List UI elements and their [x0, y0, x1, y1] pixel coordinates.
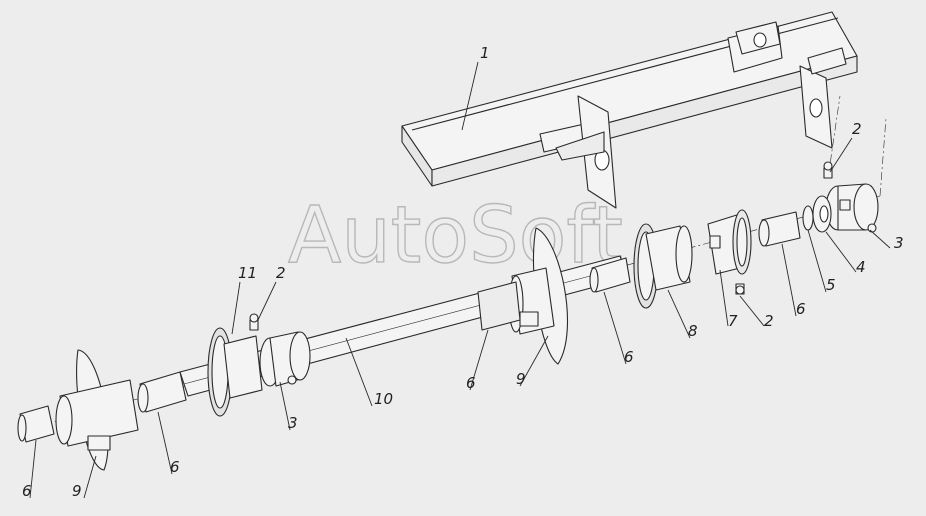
washer-part: [812, 195, 832, 233]
callout-11: 11: [238, 264, 257, 282]
callout-2b: 2: [764, 312, 774, 330]
grease-fitting-left-part: [249, 313, 259, 331]
disk-housing-left-part: [55, 349, 139, 471]
frame-beam-part: [401, 11, 858, 209]
left-sprocket-part: [207, 327, 263, 417]
hub-left-part: [259, 331, 311, 387]
disk-housing-mid-part: [477, 227, 569, 365]
callout-10: 10: [374, 390, 393, 408]
callout-6b: 6: [624, 348, 634, 366]
callout-2c: 2: [276, 264, 286, 282]
bushing-mid-part: [589, 257, 631, 293]
callout-5: 5: [826, 276, 836, 294]
callout-2a: 2: [852, 120, 862, 138]
watermark-text: AutoSoft: [288, 191, 623, 281]
hub-right-part: [825, 183, 879, 233]
callout-3c: 3: [288, 414, 298, 432]
callout-3a: 3: [894, 234, 904, 252]
grease-fitting-right-part: [823, 161, 833, 179]
callout-9b: 9: [72, 482, 82, 500]
callout-6c: 6: [466, 374, 476, 392]
bushing-far-left-part: [17, 405, 55, 443]
callout-1: 1: [480, 44, 490, 62]
grease-fitting-mid-part: [735, 283, 745, 295]
bushing-right-part: [758, 211, 801, 247]
callout-9a: 9: [516, 370, 526, 388]
callout-6d: 6: [170, 458, 180, 476]
ring-part: [802, 205, 814, 231]
callout-4: 4: [856, 258, 866, 276]
sprocket-part: [633, 223, 693, 309]
callout-6e: 6: [22, 482, 32, 500]
callout-8: 8: [688, 322, 698, 340]
callout-7: 7: [728, 312, 738, 330]
callout-6a: 6: [796, 300, 806, 318]
sprocket-hub-part: [707, 209, 752, 275]
bushing-left-part: [137, 371, 187, 413]
